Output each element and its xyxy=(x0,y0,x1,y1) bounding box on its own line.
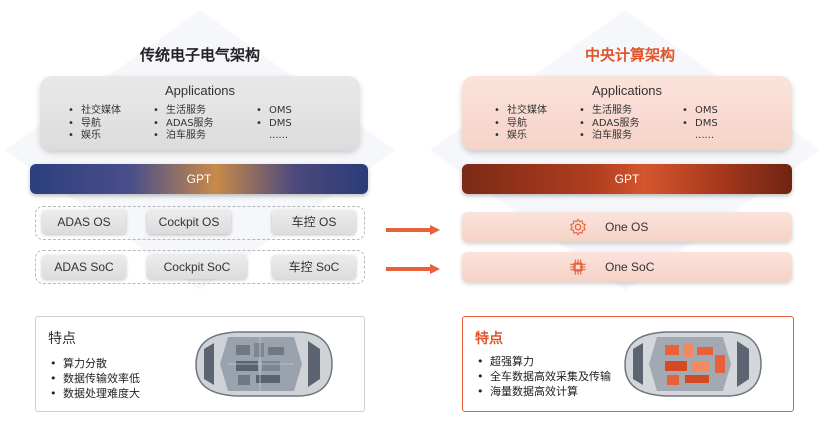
app-item-ellipsis: ...... xyxy=(695,130,715,141)
feature-item: 超强算力 xyxy=(477,354,611,369)
legacy-os-group: ADAS OS Cockpit OS 车控 OS xyxy=(35,206,365,240)
features-list: 超强算力 全车数据高效采集及传输 海量数据高效计算 xyxy=(477,354,611,399)
app-item: 生活服务 xyxy=(153,105,214,118)
applications-heading: Applications xyxy=(591,83,663,98)
apps-column-2: 生活服务 ADAS服务 泊车服务 xyxy=(579,105,640,143)
central-applications-panel: Applications 社交媒体 导航 娱乐 生活服务 ADAS服务 泊车服务… xyxy=(462,76,792,150)
legacy-features-panel: 特点 算力分散 数据传输效率低 数据处理难度大 xyxy=(35,316,365,412)
car-topview-icon xyxy=(624,331,762,397)
cockpit-os-block: Cockpit OS xyxy=(147,210,231,234)
app-item: 导航 xyxy=(494,118,547,131)
one-soc-block: One SoC xyxy=(462,252,792,282)
arrow-right-icon xyxy=(386,225,440,235)
arrow-right-icon xyxy=(386,264,440,274)
vehicle-control-os-block: 车控 OS xyxy=(272,210,356,234)
apps-column-1: 社交媒体 导航 娱乐 xyxy=(68,105,121,143)
app-item: ADAS服务 xyxy=(579,118,640,131)
feature-item: 海量数据高效计算 xyxy=(477,384,611,399)
central-architecture-title: 中央计算架构 xyxy=(584,46,675,64)
apps-column-3: OMS DMS ...... xyxy=(682,105,718,143)
app-item-ellipsis: ...... xyxy=(269,130,289,141)
adas-soc-block: ADAS SoC xyxy=(42,255,126,279)
one-os-block: One OS xyxy=(462,212,792,242)
vehicle-control-soc-block: 车控 SoC xyxy=(272,255,356,279)
features-list: 算力分散 数据传输效率低 数据处理难度大 xyxy=(50,356,140,401)
apps-column-1: 社交媒体 导航 娱乐 xyxy=(494,105,547,143)
app-item: 社交媒体 xyxy=(68,105,121,118)
app-item: 泊车服务 xyxy=(579,130,640,143)
apps-column-2: 生活服务 ADAS服务 泊车服务 xyxy=(153,105,214,143)
feature-item: 数据传输效率低 xyxy=(50,371,140,386)
app-item: ADAS服务 xyxy=(153,118,214,131)
feature-item: 算力分散 xyxy=(50,356,140,371)
adas-os-block: ADAS OS xyxy=(42,210,126,234)
central-features-panel: 特点 超强算力 全车数据高效采集及传输 海量数据高效计算 xyxy=(462,316,794,412)
gear-icon xyxy=(570,218,586,236)
app-item: 娱乐 xyxy=(68,130,121,143)
app-item: DMS xyxy=(256,118,292,131)
central-gpt-bar: GPT xyxy=(462,164,792,194)
legacy-architecture-title: 传统电子电气架构 xyxy=(139,46,260,64)
app-item: 生活服务 xyxy=(579,105,640,118)
car-topview-icon xyxy=(195,331,333,397)
app-item: 社交媒体 xyxy=(494,105,547,118)
cockpit-soc-block: Cockpit SoC xyxy=(147,255,247,279)
app-item: OMS xyxy=(256,105,292,118)
features-heading: 特点 xyxy=(48,331,76,347)
legacy-applications-panel: Applications 社交媒体 导航 娱乐 生活服务 ADAS服务 泊车服务… xyxy=(40,76,360,150)
app-item: 娱乐 xyxy=(494,130,547,143)
applications-heading: Applications xyxy=(164,83,236,98)
feature-item: 全车数据高效采集及传输 xyxy=(477,369,611,384)
features-heading: 特点 xyxy=(475,331,503,347)
one-soc-label: One SoC xyxy=(605,260,655,274)
app-item: DMS xyxy=(682,118,718,131)
legacy-gpt-bar: GPT xyxy=(30,164,368,194)
legacy-soc-group: ADAS SoC Cockpit SoC 车控 SoC xyxy=(35,250,365,284)
app-item: 泊车服务 xyxy=(153,130,214,143)
app-item: OMS xyxy=(682,105,718,118)
apps-column-3: OMS DMS ...... xyxy=(256,105,292,143)
chip-icon xyxy=(570,259,586,275)
app-item: 导航 xyxy=(68,118,121,131)
one-os-label: One OS xyxy=(605,220,649,234)
feature-item: 数据处理难度大 xyxy=(50,386,140,401)
